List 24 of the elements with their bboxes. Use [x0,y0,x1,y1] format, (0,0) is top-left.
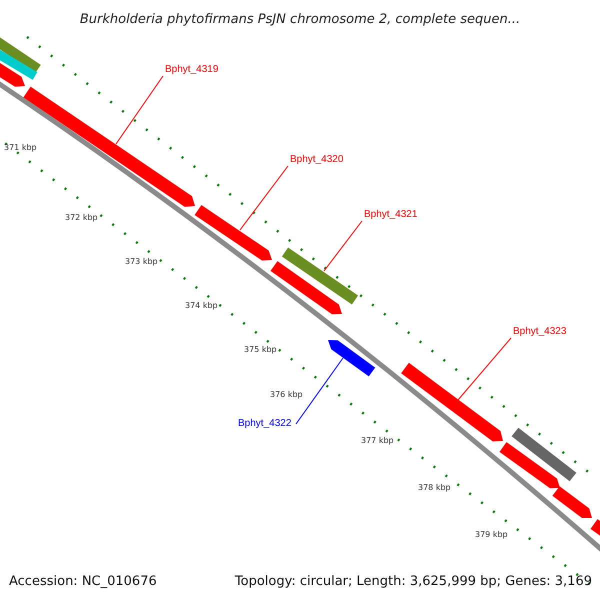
leader-line [240,166,288,230]
leader-line [116,76,164,144]
gene-label: Bphyt_4323 [513,326,566,338]
gene-block [401,362,503,442]
gene-label: Bphyt_4322 [238,418,292,430]
gene-label: Bphyt_4319 [165,64,218,76]
title: Burkholderia phytofirmans PsJN chromosome 2, complete sequen... [78,11,522,29]
accession-text: Accession: NC_010676 [9,574,157,590]
scale-label: 378 kbp [418,483,451,493]
gene-block [328,340,376,376]
scale-label: 374 kbp [185,301,218,311]
scale-label: 373 kbp [125,257,158,267]
scale-label: 375 kbp [244,345,277,355]
leader-line [324,220,362,272]
scale-label: 371 kbp [4,143,37,153]
gene-label: Bphyt_4321 [364,209,418,221]
genome-summary: Topology: circular; Length: 3,625,999 bp; Genes: 3,169 [234,574,592,590]
leader-line [458,338,512,400]
leader-line [296,358,344,424]
gene-block [282,248,358,304]
gene-label: Bphyt_4320 [290,154,344,166]
gene-block [23,86,195,207]
scale-label: 379 kbp [475,530,508,540]
gene-block [194,205,272,260]
